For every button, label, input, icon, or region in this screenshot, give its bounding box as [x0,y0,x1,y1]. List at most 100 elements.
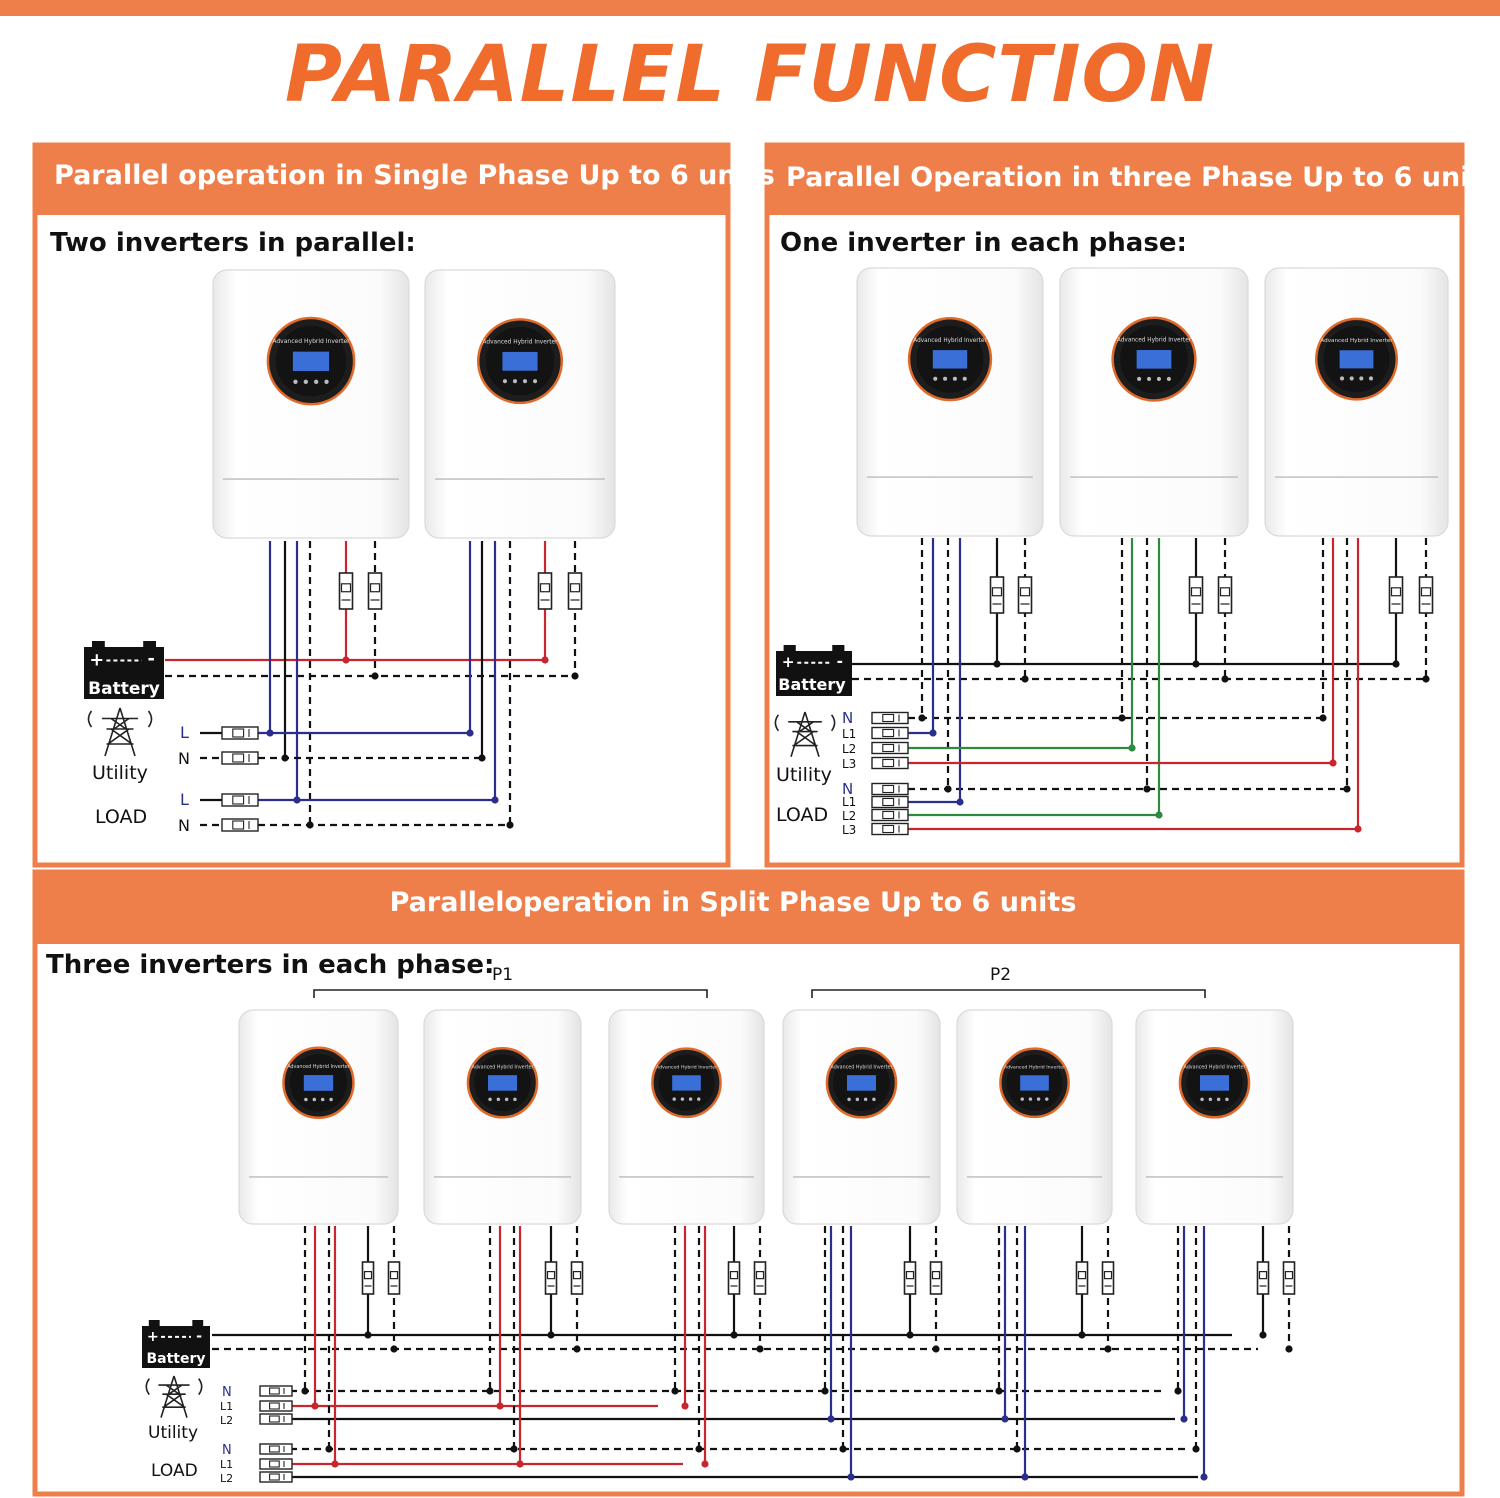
junction-dot [956,798,964,806]
terminal-block [871,808,909,822]
terminal-block [871,756,909,770]
battery-breaker [1101,1261,1115,1295]
junction-dot [306,821,314,829]
inverter-split-3: Advanced Hybrid Inverter [608,1009,765,1225]
split-utility-l2-label: L2 [220,1414,233,1427]
battery-breaker [1388,576,1404,614]
inverter-body [1264,267,1449,537]
inverter-body [856,267,1044,537]
group-bracket-p2 [811,989,1206,998]
display-button [512,379,518,384]
battery-breaker [753,1261,767,1295]
inverter-body [1059,267,1249,537]
breaker-switch [905,1270,915,1280]
three-utility-label: Utility [776,764,832,786]
terminal-block [871,726,909,740]
battery-breaker [567,572,583,610]
battery-breaker [361,1261,375,1295]
breaker-body [1256,1261,1270,1295]
lcd-screen [502,351,538,371]
junction-dot [906,1331,914,1339]
display-button [863,1097,868,1102]
junction-dot [944,785,952,793]
junction-dot [311,1402,319,1410]
single-utility-n-label: N [178,749,190,768]
terminal-body [871,726,909,740]
inverter-split-6: Advanced Hybrid Inverter [1135,1009,1294,1225]
display-button [672,1097,676,1101]
inverter-split-4: Advanced Hybrid Inverter [782,1009,941,1225]
display-brand-text: Advanced Hybrid Inverter [471,1064,533,1070]
breaker-switch [931,1270,941,1280]
terminal-body [259,1400,293,1412]
junction-dot [1143,785,1151,793]
breaker-body [727,1261,741,1295]
group-label-p2: P2 [990,965,1012,985]
breaker-body [1075,1261,1089,1295]
display-button [1156,376,1162,382]
junction-dot [331,1460,339,1468]
lcd-screen [846,1075,877,1091]
terminal-body [871,795,909,809]
breaker-switch [539,583,551,593]
terminal-body [259,1443,293,1455]
display-button [855,1097,860,1102]
display-button [1359,376,1364,381]
display-brand-text: Advanced Hybrid Inverter [272,338,350,345]
junction-dot [1021,675,1029,683]
breaker-body [1101,1261,1115,1295]
battery-minus-sign: - [837,652,843,670]
junction-dot [486,1387,494,1395]
junction-dot [701,1460,709,1468]
junction-dot [1104,1345,1112,1353]
display-button [1146,376,1152,382]
terminal-switch [882,824,895,834]
three-banner-bg [767,145,1462,215]
terminal-block [221,726,259,740]
battery-breaker [570,1261,584,1295]
battery-post-negative [832,645,845,652]
display-button [1045,1097,1049,1101]
junction-dot [1343,785,1351,793]
display-button [314,379,319,384]
breaker-switch [729,1270,739,1280]
terminal-body [259,1385,293,1397]
battery-plus-sign: + [147,1329,159,1345]
breaker-switch [1077,1270,1087,1280]
breaker-switch [1420,587,1432,597]
terminal-body [871,711,909,725]
display-button [1036,1097,1041,1101]
junction-dot [1128,744,1136,752]
inverter-three-2: Advanced Hybrid Inverter [1059,267,1249,537]
terminal-switch [882,713,895,723]
junction-dot [1078,1331,1086,1339]
pylon-sparks [145,1378,203,1396]
inverter-single-1: Advanced Hybrid Inverter [212,269,410,539]
battery-body [84,647,164,699]
junction-dot [671,1387,679,1395]
top-stripe [0,0,1500,16]
lcd-screen [1199,1075,1230,1091]
display-button [324,379,329,384]
terminal-block [259,1443,293,1455]
split-banner-bg [35,872,1462,944]
battery-breaker [929,1261,943,1295]
split-battery: +-Battery [142,1320,210,1368]
terminal-switch [269,1387,280,1395]
junction-dot [847,1473,855,1481]
terminal-body [871,782,909,796]
battery-body [142,1326,210,1368]
split-subtitle: Three inverters in each phase: [46,950,495,980]
battery-post-positive [148,1320,160,1327]
split-phase-banner: Paralleloperation in Split Phase Up to 6… [389,887,1077,918]
display-brand-text: Advanced Hybrid Inverter [482,340,558,346]
terminal-block [221,793,259,807]
terminal-block [871,782,909,796]
junction-dot [1200,1473,1208,1481]
three-utility-l1-label: L1 [842,727,856,741]
split-load-label: LOAD [151,1461,198,1481]
inverter-split-2: Advanced Hybrid Inverter [423,1009,582,1225]
single-banner-bg [35,145,728,215]
terminal-body [259,1413,293,1425]
terminal-block [259,1471,293,1483]
